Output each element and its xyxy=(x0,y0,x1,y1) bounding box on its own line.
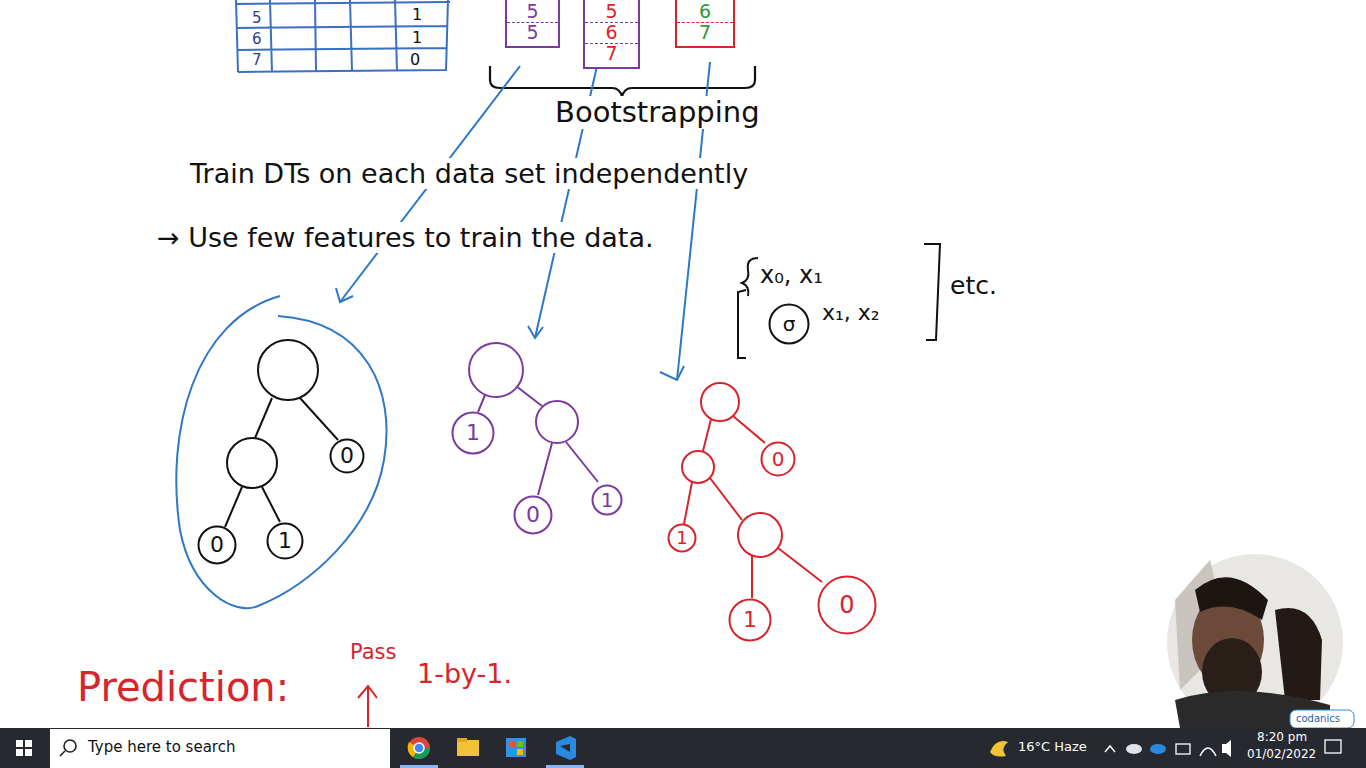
leaf-node: 0 xyxy=(513,495,553,535)
leaf-node: 0 xyxy=(197,525,237,565)
leaf-value: 0 xyxy=(839,593,854,617)
leaf-value: 1 xyxy=(466,422,480,444)
handwritten-label: 1 xyxy=(412,6,422,24)
bootstrap-sample: 55 xyxy=(505,0,560,48)
handwritten-label: x₁, x₂ xyxy=(822,300,880,325)
tree-enclosure xyxy=(176,296,386,608)
sample-value: 6 xyxy=(585,23,638,44)
leaf-value: 0 xyxy=(210,534,224,556)
feature-brackets xyxy=(738,244,940,358)
leaf-node: 1 xyxy=(728,598,772,642)
leaf-value: 1 xyxy=(743,609,757,631)
sample-value: 7 xyxy=(585,44,638,64)
leaf-node: 0 xyxy=(329,438,365,474)
leaf-value: 0 xyxy=(526,504,540,526)
data-table xyxy=(236,0,450,72)
leaf-value: 1 xyxy=(676,529,687,547)
leaf-value: 0 xyxy=(340,445,354,467)
handwritten-label: 16°C Haze xyxy=(1018,740,1087,755)
handwritten-label: Pass xyxy=(348,640,398,664)
leaf-node: 0 xyxy=(817,575,877,635)
leaf-node: 1 xyxy=(451,411,495,455)
handwritten-label: x₀, x₁ xyxy=(760,262,823,290)
handwritten-label: 1-by-1. xyxy=(415,658,514,689)
leaf-node: 0 xyxy=(760,441,796,477)
leaf-node: 1 xyxy=(591,484,623,516)
handwritten-label: Train DTs on each data set independently xyxy=(188,158,750,189)
handwritten-label: Prediction: xyxy=(75,664,291,710)
handwritten-label: etc. xyxy=(950,272,997,301)
sample-value: 5 xyxy=(507,2,558,23)
handwritten-label: 8:20 pm xyxy=(1257,731,1307,745)
leaf-value: 1 xyxy=(278,530,292,552)
red-tree xyxy=(682,383,822,598)
handwritten-label: 0 xyxy=(410,51,420,69)
handwritten-label: Type here to search xyxy=(88,739,235,756)
bootstrap-brace xyxy=(490,66,755,97)
bootstrap-sample: 567 xyxy=(583,0,640,69)
handwritten-label: 1 xyxy=(412,29,422,47)
sample-value: 6 xyxy=(677,2,733,23)
leaf-value: 1 xyxy=(601,490,614,510)
taskbar xyxy=(0,728,1366,768)
handwritten-label: → Use few features to train the data. xyxy=(155,222,656,253)
bootstrap-sample: 67 xyxy=(675,0,735,48)
sample-value: 5 xyxy=(507,23,558,43)
pass-arrow xyxy=(358,686,377,727)
handwritten-label: Bootstrapping xyxy=(553,96,762,129)
black-tree xyxy=(225,340,338,527)
leaf-value: 0 xyxy=(772,449,785,469)
sample-value: 7 xyxy=(677,23,733,43)
leaf-node: 1 xyxy=(266,522,304,560)
sample-value: 5 xyxy=(585,2,638,23)
handwritten-label: 5 xyxy=(252,10,262,27)
leaf-value: σ xyxy=(783,314,796,334)
handwritten-label: 01/02/2022 xyxy=(1247,748,1316,762)
leaf-node: σ xyxy=(768,303,810,345)
handwritten-label: 6 xyxy=(252,31,262,48)
handwritten-label: codanics xyxy=(1296,713,1340,725)
webcam-overlay xyxy=(1167,554,1354,730)
handwritten-label: 7 xyxy=(252,52,262,69)
leaf-node: 1 xyxy=(667,523,697,553)
